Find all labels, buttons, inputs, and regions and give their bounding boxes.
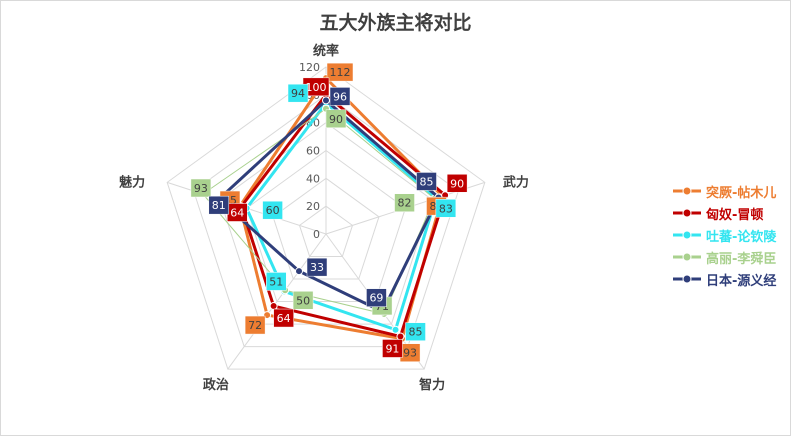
data-label: 64 [227, 203, 248, 222]
data-label: 64 [273, 308, 294, 328]
data-label-text: 50 [296, 294, 310, 307]
legend-label: 匈奴-冒顿 [706, 207, 764, 223]
legend-item[interactable]: 匈奴-冒顿 [672, 202, 776, 224]
data-label: 90 [325, 109, 347, 128]
data-label-text: 90 [329, 113, 343, 126]
data-label-text: 90 [450, 177, 464, 190]
data-label-text: 81 [212, 199, 226, 212]
legend-swatch [673, 274, 701, 284]
legend-label: 吐蕃-论钦陵 [706, 229, 777, 245]
data-label-text: 33 [310, 261, 324, 274]
legend-label: 突厥-帖木儿 [706, 185, 777, 201]
tick-label: 60 [306, 145, 320, 158]
tick-label: 0 [313, 228, 320, 241]
series-point [391, 325, 400, 334]
data-label-text: 82 [398, 197, 412, 210]
axis-label: 魅力 [119, 174, 145, 190]
legend-item[interactable]: 突厥-帖木儿 [672, 180, 776, 202]
data-label: 82 [394, 193, 415, 212]
data-label-text: 93 [194, 182, 208, 195]
tick-label: 120 [299, 61, 320, 74]
tick-label: 40 [306, 172, 320, 185]
data-label-text: 94 [291, 87, 305, 100]
axis-label: 政治 [203, 377, 229, 393]
data-label-text: 91 [385, 342, 399, 355]
series-point [295, 267, 304, 276]
data-label-text: 69 [369, 292, 383, 305]
data-label-text: 112 [330, 66, 351, 79]
data-label: 33 [306, 257, 328, 277]
data-label: 60 [262, 200, 283, 220]
data-label-text: 83 [439, 202, 453, 215]
legend-item[interactable]: 吐蕃-论钦陵 [672, 224, 776, 246]
series-point [396, 332, 405, 341]
chart-title: 五大外族主将对比 [319, 12, 472, 34]
data-label: 93 [399, 343, 421, 362]
data-label: 93 [190, 178, 212, 198]
legend-swatch [673, 208, 701, 218]
data-label: 69 [366, 288, 387, 307]
data-label-text: 93 [403, 347, 417, 360]
data-label-text: 64 [277, 312, 291, 325]
tick-label: 20 [306, 200, 320, 213]
data-label: 112 [326, 62, 354, 82]
data-label: 90 [446, 174, 468, 193]
legend-item[interactable]: 高丽-李舜臣 [672, 246, 776, 268]
legend-swatch [673, 252, 701, 262]
axis-label: 智力 [419, 377, 445, 393]
data-label: 81 [208, 195, 230, 215]
legend-swatch [673, 186, 701, 196]
data-label-text: 85 [409, 326, 423, 339]
axis-label: 统率 [313, 43, 339, 59]
data-label: 96 [329, 87, 351, 106]
data-label: 83 [435, 199, 457, 218]
series-point [322, 96, 330, 105]
data-labels: 1128893726510090916464948385516090827150… [190, 62, 468, 362]
grid-ring-120 [166, 66, 486, 370]
legend-item[interactable]: 日本-源义经 [672, 268, 776, 290]
data-label-text: 85 [420, 175, 434, 188]
data-label: 85 [416, 172, 437, 191]
legend-swatch [673, 230, 701, 240]
data-label-text: 60 [266, 204, 280, 217]
legend-label: 日本-源义经 [706, 273, 777, 289]
grid-ring-20 [298, 205, 354, 258]
legend-label: 高丽-李舜臣 [706, 251, 777, 267]
grid-ring-60 [245, 149, 407, 303]
data-label: 94 [287, 83, 309, 103]
axis-spoke-3 [227, 233, 327, 370]
data-label-text: 96 [333, 90, 347, 103]
data-label: 72 [244, 315, 266, 335]
data-label-text: 64 [230, 206, 244, 219]
series-point [269, 302, 278, 311]
data-label-text: 51 [269, 275, 283, 288]
legend: 突厥-帖木儿匈奴-冒顿吐蕃-论钦陵高丽-李舜臣日本-源义经 [672, 180, 776, 290]
data-label: 50 [292, 291, 314, 310]
data-label: 51 [266, 272, 287, 291]
data-label: 85 [405, 322, 426, 341]
data-label-text: 72 [248, 319, 262, 332]
data-label-text: 100 [306, 81, 327, 94]
data-label: 91 [382, 339, 403, 358]
axis-label: 武力 [503, 174, 529, 190]
